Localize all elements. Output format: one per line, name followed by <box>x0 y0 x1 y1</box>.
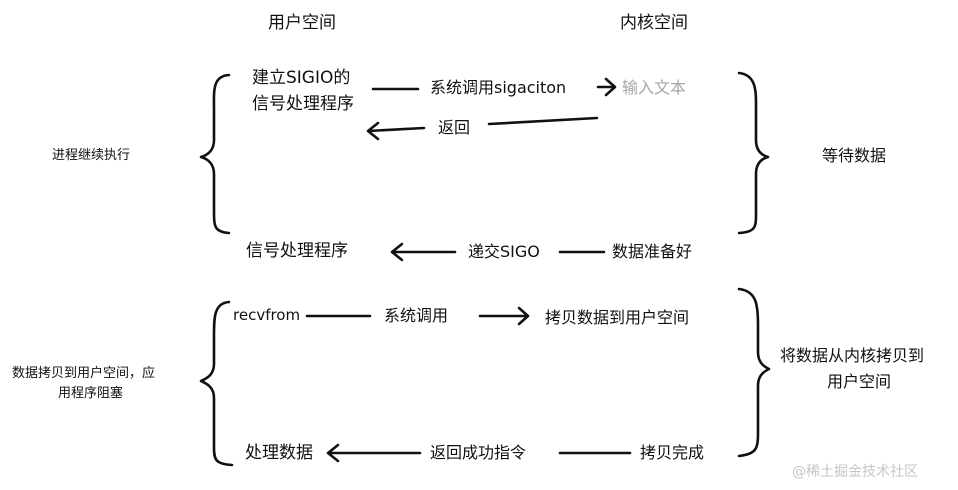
setup-handler-line2: 信号处理程序 <box>252 94 354 114</box>
return-success-label: 返回成功指令 <box>430 443 527 462</box>
arrow-syscall-kernel <box>596 77 617 97</box>
wait-data-label: 等待数据 <box>822 146 887 165</box>
syscall-label: 系统调用 <box>384 306 449 325</box>
user-space-header: 用户空间 <box>268 13 336 33</box>
syscall-sigaction-label: 系统调用sigaciton <box>430 78 567 97</box>
brace-bottom-left <box>199 300 234 467</box>
arrow-return <box>487 116 599 126</box>
arrow-return-left <box>366 121 426 141</box>
watermark: @稀土掘金技术社区 <box>792 464 918 480</box>
arrow-return-process <box>326 443 422 463</box>
continue-exec-label: 进程继续执行 <box>52 148 131 163</box>
copy-done-label: 拷贝完成 <box>640 443 705 462</box>
copy-kernel-line2: 用户空间 <box>827 372 892 391</box>
copy-to-user-label: 拷贝数据到用户空间 <box>545 308 690 327</box>
data-ready-label: 数据准备好 <box>612 242 693 261</box>
copy-blocked-line1: 数据拷贝到用户空间，应 <box>12 366 156 381</box>
recvfrom-label: recvfrom <box>233 306 301 324</box>
brace-top-left <box>199 73 231 235</box>
return-label: 返回 <box>438 118 471 137</box>
copy-kernel-line1: 将数据从内核拷贝到 <box>780 346 925 365</box>
setup-handler-line1: 建立SIGIO的 <box>252 68 351 88</box>
arrow-syscall-copy <box>478 306 530 326</box>
process-data-label: 处理数据 <box>245 443 313 463</box>
deliver-sigio-label: 递交SIGO <box>468 242 540 261</box>
arrow-deliver-handler <box>390 242 457 262</box>
brace-bottom-right <box>737 287 771 458</box>
kernel-input-text: 输入文本 <box>622 78 687 97</box>
kernel-space-header: 内核空间 <box>620 13 688 33</box>
brace-top-right <box>737 71 770 235</box>
signal-handler-label: 信号处理程序 <box>246 241 348 261</box>
copy-blocked-line2: 用程序阻塞 <box>58 386 124 401</box>
